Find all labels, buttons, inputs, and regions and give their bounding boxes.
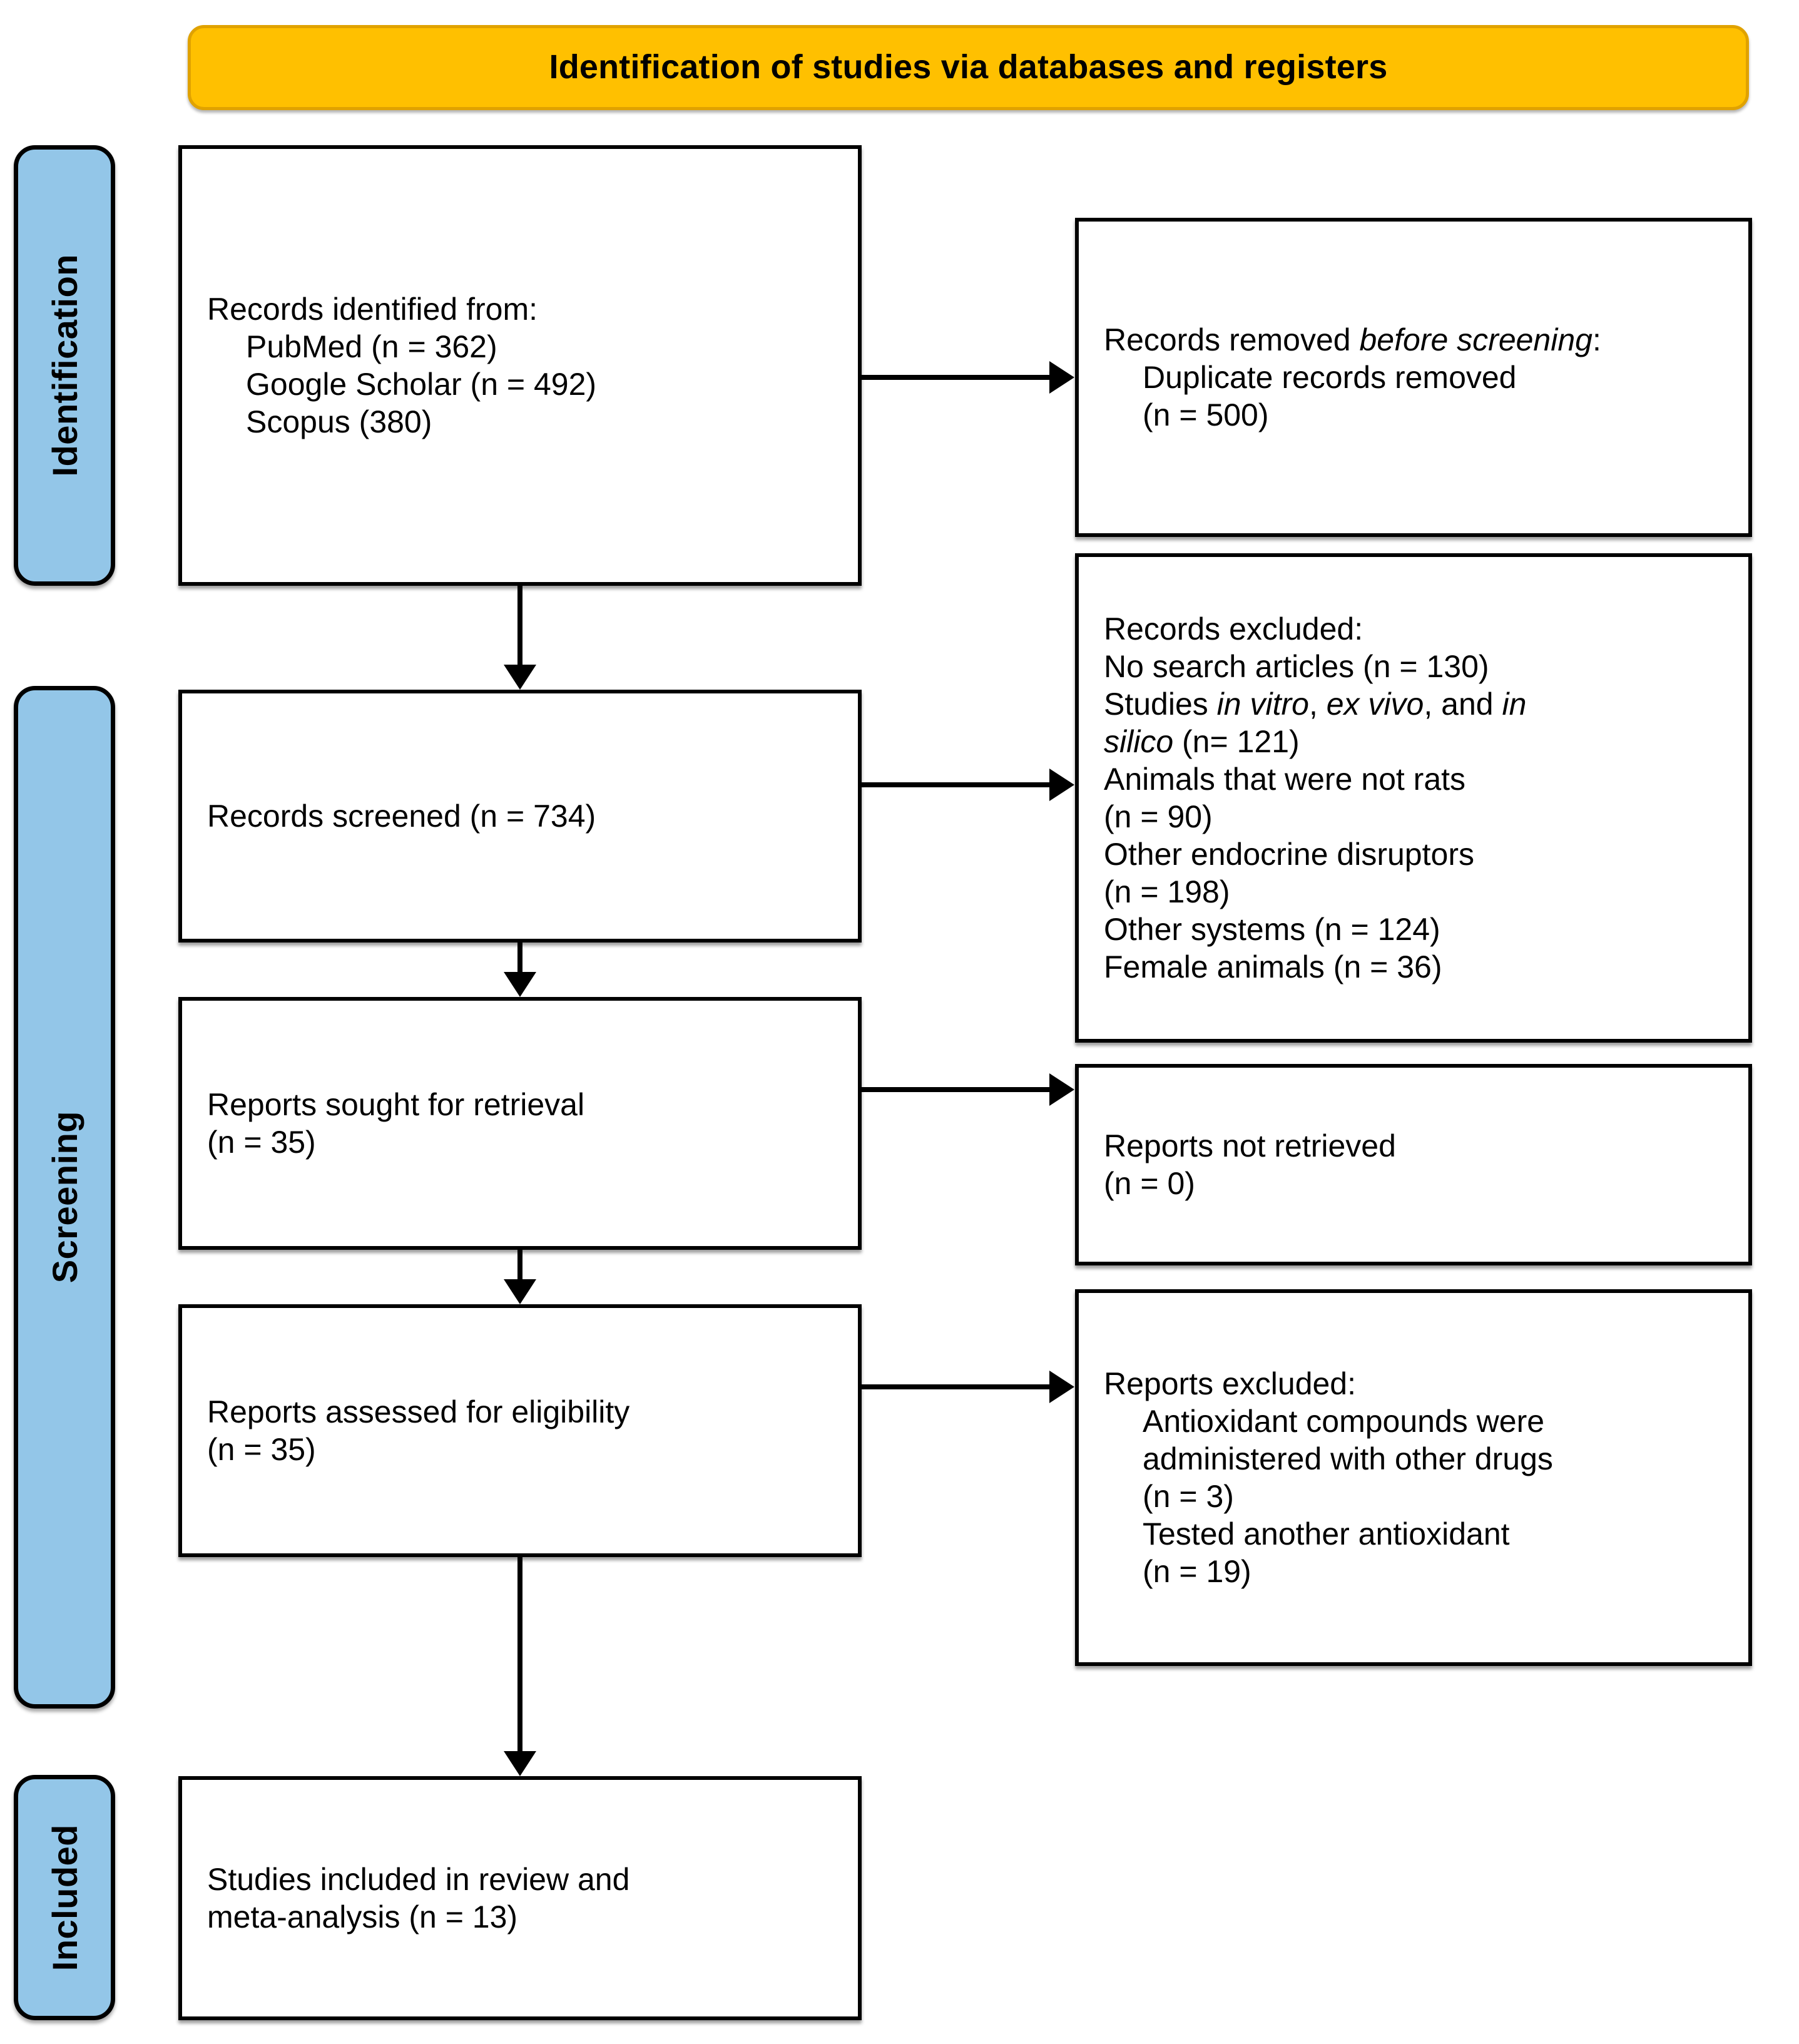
reports-sought-count: (n = 35) bbox=[207, 1125, 316, 1160]
connector-identified-to-screened bbox=[517, 586, 522, 665]
connector-screened-to-records-excluded bbox=[862, 782, 1049, 787]
in-vitro-emphasis: in vitro bbox=[1216, 687, 1309, 722]
silico-emphasis: silico bbox=[1104, 724, 1174, 759]
connector-assessed-to-reports-excluded bbox=[862, 1384, 1049, 1389]
records-excluded-endocrine-count: (n = 198) bbox=[1104, 874, 1230, 909]
phase-sidebar-screening: Screening bbox=[14, 686, 115, 1709]
arrowhead-identified-to-screened bbox=[504, 665, 536, 690]
box-reports-assessed: Reports assessed for eligibility (n = 35… bbox=[178, 1304, 862, 1557]
box-studies-included: Studies included in review and meta-anal… bbox=[178, 1776, 862, 2020]
records-excluded-animals-count: (n = 90) bbox=[1104, 799, 1213, 834]
arrowhead-sought-to-not-retrieved bbox=[1049, 1073, 1074, 1106]
in-emphasis: in bbox=[1502, 687, 1527, 722]
connector-sought-to-assessed bbox=[517, 1250, 522, 1279]
box-reports-not-retrieved: Reports not retrieved (n = 0) bbox=[1075, 1064, 1752, 1265]
arrowhead-assessed-to-included bbox=[504, 1751, 536, 1776]
reports-excluded-title: Reports excluded: bbox=[1104, 1366, 1357, 1401]
diagram-banner: Identification of studies via databases … bbox=[188, 25, 1749, 110]
reports-excluded-reason2-label: Tested another antioxidant bbox=[1143, 1516, 1510, 1551]
reports-not-retrieved-count: (n = 0) bbox=[1104, 1166, 1195, 1201]
reports-excluded-reason1-count: (n = 3) bbox=[1143, 1479, 1234, 1514]
reports-excluded-reason2-count: (n = 19) bbox=[1143, 1554, 1251, 1589]
arrowhead-sought-to-assessed bbox=[504, 1279, 536, 1304]
box-records-identified: Records identified from: PubMed (n = 362… bbox=[178, 145, 862, 586]
studies-included-line2: meta-analysis (n = 13) bbox=[207, 1899, 518, 1934]
records-excluded-other-systems: Other systems (n = 124) bbox=[1104, 912, 1440, 947]
reports-excluded-reason1-line1: Antioxidant compounds were bbox=[1143, 1404, 1545, 1439]
phase-label-identification: Identification bbox=[44, 254, 84, 477]
records-excluded-animals-label: Animals that were not rats bbox=[1104, 762, 1466, 797]
records-excluded-no-search-articles: No search articles (n = 130) bbox=[1104, 649, 1489, 684]
reports-sought-label: Reports sought for retrieval bbox=[207, 1087, 585, 1122]
records-excluded-title: Records excluded: bbox=[1104, 611, 1363, 646]
box-reports-excluded: Reports excluded: Antioxidant compounds … bbox=[1075, 1289, 1752, 1666]
phase-sidebar-included: Included bbox=[14, 1775, 115, 2020]
records-identified-source-pubmed: PubMed (n = 362) bbox=[246, 329, 497, 364]
arrowhead-screened-to-records-excluded bbox=[1049, 769, 1074, 801]
records-identified-title: Records identified from: bbox=[207, 292, 538, 327]
connector-sought-to-not-retrieved bbox=[862, 1087, 1049, 1092]
box-records-screened: Records screened (n = 734) bbox=[178, 690, 862, 943]
records-excluded-studies-line1: Studies in vitro, ex vivo, and in bbox=[1104, 685, 1733, 723]
banner-title: Identification of studies via databases … bbox=[549, 48, 1388, 86]
records-excluded-endocrine-label: Other endocrine disruptors bbox=[1104, 837, 1474, 872]
records-removed-duplicate-label: Duplicate records removed bbox=[1143, 360, 1517, 395]
arrowhead-identified-to-removed bbox=[1049, 361, 1074, 394]
phase-label-included: Included bbox=[44, 1824, 84, 1971]
records-removed-title-emphasis: before screening bbox=[1359, 322, 1593, 357]
connector-assessed-to-included bbox=[517, 1557, 522, 1751]
phase-label-screening: Screening bbox=[44, 1111, 84, 1284]
records-removed-title-part1: Records removed bbox=[1104, 322, 1360, 357]
ex-vivo-emphasis: ex vivo bbox=[1326, 687, 1424, 722]
records-excluded-female-animals: Female animals (n = 36) bbox=[1104, 949, 1442, 984]
studies-sep2: , and bbox=[1424, 687, 1502, 722]
records-removed-title-colon: : bbox=[1592, 322, 1601, 357]
box-reports-sought: Reports sought for retrieval (n = 35) bbox=[178, 997, 862, 1250]
box-records-removed-before-screening: Records removed before screening: Duplic… bbox=[1075, 218, 1752, 537]
studies-word: Studies bbox=[1104, 687, 1217, 722]
records-excluded-studies-line2: silico (n= 121) bbox=[1104, 723, 1733, 760]
connector-identified-to-removed bbox=[862, 375, 1049, 380]
reports-not-retrieved-label: Reports not retrieved bbox=[1104, 1128, 1396, 1163]
records-removed-duplicate-count: (n = 500) bbox=[1143, 397, 1269, 432]
records-screened-count: Records screened (n = 734) bbox=[207, 799, 596, 834]
connector-screened-to-sought bbox=[517, 943, 522, 972]
box-records-excluded: Records excluded: No search articles (n … bbox=[1075, 553, 1752, 1043]
studies-sep1: , bbox=[1308, 687, 1327, 722]
records-identified-source-scopus: Scopus (380) bbox=[246, 404, 432, 439]
reports-assessed-label: Reports assessed for eligibility bbox=[207, 1394, 630, 1429]
records-identified-source-google-scholar: Google Scholar (n = 492) bbox=[246, 367, 597, 402]
arrowhead-screened-to-sought bbox=[504, 972, 536, 997]
studies-included-line1: Studies included in review and bbox=[207, 1862, 630, 1897]
silico-count: (n= 121) bbox=[1173, 724, 1300, 759]
phase-sidebar-identification: Identification bbox=[14, 145, 115, 586]
reports-assessed-count: (n = 35) bbox=[207, 1432, 316, 1467]
records-removed-title: Records removed before screening: bbox=[1104, 321, 1733, 359]
reports-excluded-reason1-line2: administered with other drugs bbox=[1143, 1441, 1553, 1476]
arrowhead-assessed-to-reports-excluded bbox=[1049, 1371, 1074, 1403]
